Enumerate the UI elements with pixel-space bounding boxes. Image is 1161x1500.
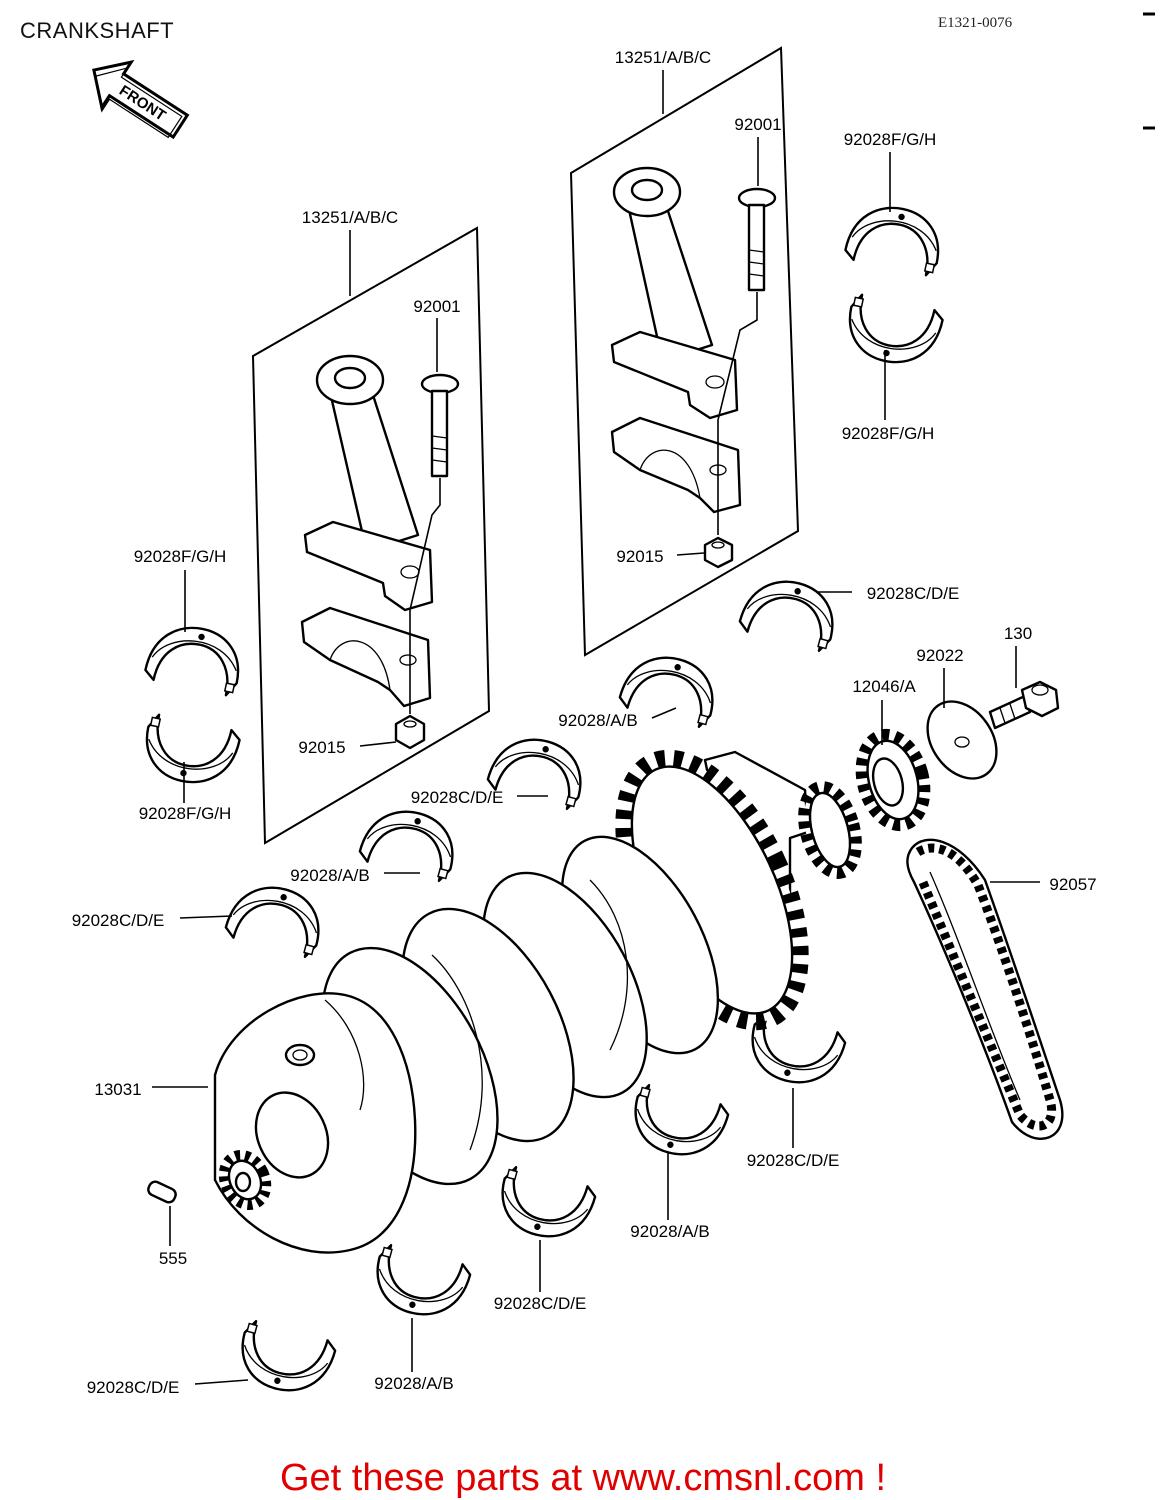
callout-main-bearing-9: 92028/A/B: [374, 1374, 453, 1393]
washer: [926, 700, 998, 780]
main-bearing-shell-7: [624, 1081, 732, 1167]
bearing-shell-right-upper: [842, 197, 948, 279]
rod-bolt-right: [737, 187, 777, 292]
main-bearing-shell-10: [231, 1317, 339, 1403]
bearing-shell-left-upper: [142, 617, 248, 699]
rod-assembly-box-right: [569, 46, 800, 657]
bearing-shell-left-lower: [137, 711, 243, 793]
callout-main-bearing-6: 92028C/D/E: [747, 1151, 840, 1170]
leader-lines: [152, 70, 1040, 1385]
callout-main-bearing-2: 92028/A/B: [558, 711, 637, 730]
callout-crank-gear: 12046/A: [852, 677, 916, 696]
callout-bearing-shell-left-lower: 92028F/G/H: [139, 804, 232, 823]
connecting-rod-right: [610, 166, 742, 514]
callout-rod-bolt-left: 92001: [413, 297, 460, 316]
main-bearing-shell-5: [222, 875, 330, 961]
crank-bolt: [988, 680, 1060, 730]
callout-main-bearing-8: 92028C/D/E: [494, 1294, 587, 1313]
callout-crank-bolt: 130: [1004, 624, 1032, 643]
callout-bearing-shell-right-lower: 92028F/G/H: [842, 424, 935, 443]
main-bearing-shell-8: [491, 1163, 599, 1249]
connecting-rod-left: [300, 354, 434, 708]
callout-connecting-rod-right: 13251/A/B/C: [615, 48, 711, 67]
callout-rod-bolt-right: 92001: [734, 115, 781, 134]
rod-bolt-left: [420, 373, 460, 478]
promo-link-text[interactable]: Get these parts at www.cmsnl.com !: [280, 1457, 886, 1499]
callout-main-bearing-7: 92028/A/B: [630, 1222, 709, 1241]
front-arrow-icon: FRONT: [92, 59, 190, 140]
crank-gear: [855, 728, 931, 832]
diagram-title: CRANKSHAFT: [20, 18, 174, 43]
callout-main-bearing-1: 92028C/D/E: [867, 584, 960, 603]
rod-bolt-path-right: [717, 292, 758, 535]
callout-crankshaft: 13031: [94, 1080, 141, 1099]
dowel-pin: [147, 1180, 177, 1204]
callout-dowel-pin: 555: [159, 1249, 187, 1268]
callout-washer: 92022: [916, 646, 963, 665]
rod-nut-right: [703, 536, 734, 569]
rod-nut-left: [394, 714, 426, 750]
callout-main-bearing-5: 92028C/D/E: [72, 911, 165, 930]
rod-bolt-path-left: [409, 478, 441, 714]
callout-rod-nut-left: 92015: [298, 738, 345, 757]
callout-rod-nut-right: 92015: [616, 547, 663, 566]
main-bearing-shell-1: [736, 569, 844, 655]
diagram-code: E1321-0076: [938, 15, 1013, 31]
rod-assembly-box-left: [251, 226, 491, 845]
callout-bearing-shell-left-upper: 92028F/G/H: [134, 547, 227, 566]
bearing-shell-right-lower: [840, 291, 946, 373]
callout-connecting-rod-left: 13251/A/B/C: [302, 208, 398, 227]
cam-chain: [906, 838, 1064, 1140]
main-bearing-shell-9: [366, 1241, 474, 1327]
main-bearing-shell-4: [356, 799, 464, 885]
callout-main-bearing-4: 92028/A/B: [290, 866, 369, 885]
callout-main-bearing-3: 92028C/D/E: [411, 788, 504, 807]
callout-cam-chain: 92057: [1049, 875, 1096, 894]
crankshaft: [213, 749, 862, 1254]
callout-bearing-shell-right-upper: 92028F/G/H: [844, 130, 937, 149]
callout-main-bearing-10: 92028C/D/E: [87, 1378, 180, 1397]
